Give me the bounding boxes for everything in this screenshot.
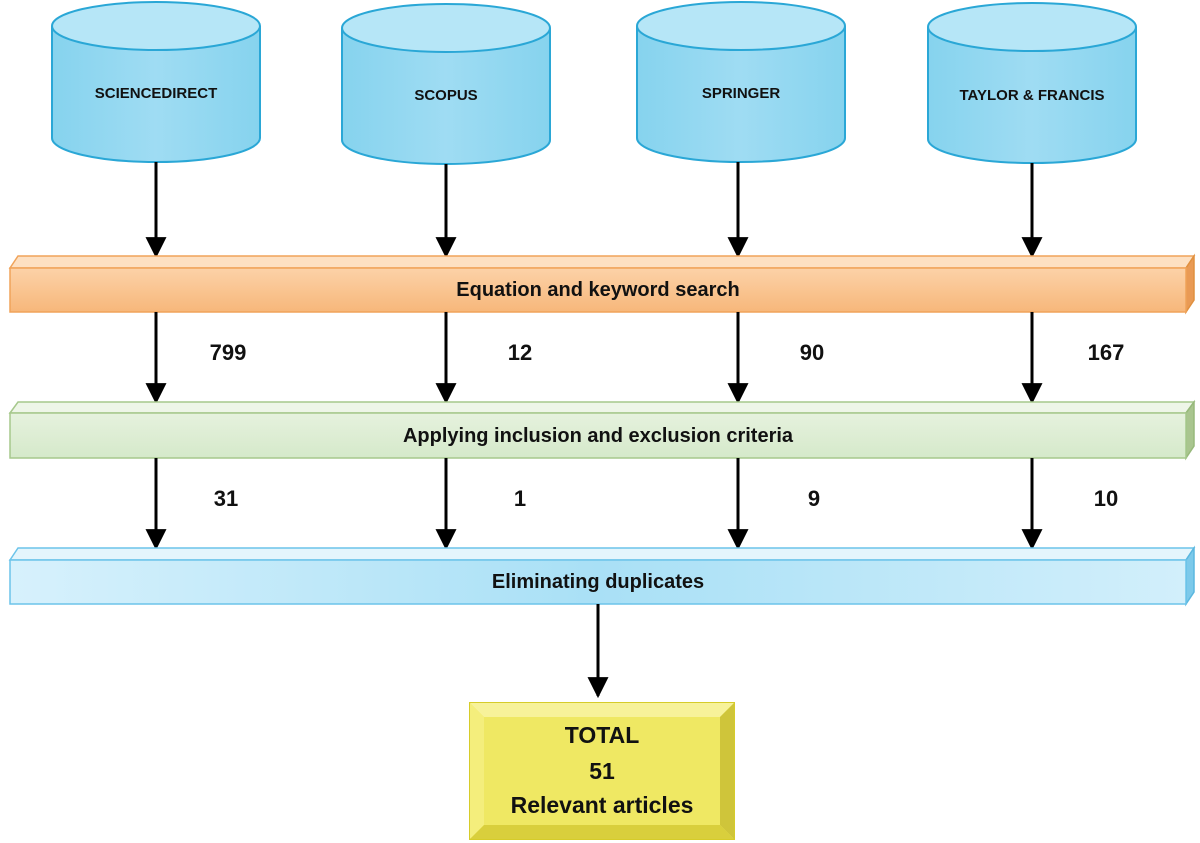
total-title: TOTAL <box>564 722 640 748</box>
database-label-sciencedirect: SCIENCEDIRECT <box>94 85 218 102</box>
criteria-step-label: Applying inclusion and exclusion criteri… <box>402 425 794 447</box>
count-after-criteria-sciencedirect: 31 <box>213 486 239 511</box>
total-box <box>469 702 735 840</box>
duplicates-bar <box>8 545 1196 607</box>
arrows-to-duplicates <box>145 458 1043 551</box>
search-step-label: Equation and keyword search <box>456 279 740 301</box>
criteria-bar <box>8 399 1196 461</box>
count-after-criteria-taylor-francis: 10 <box>1093 486 1119 511</box>
count-after-search-sciencedirect: 799 <box>209 340 247 365</box>
search-bar <box>8 253 1196 315</box>
arrows-to-criteria <box>145 312 1043 405</box>
total-caption: Relevant articles <box>510 792 694 818</box>
duplicates-step-label: Eliminating duplicates <box>491 571 705 593</box>
total-value: 51 <box>589 758 615 784</box>
database-taylor <box>927 2 1137 164</box>
count-after-criteria-springer: 9 <box>807 486 821 511</box>
database-label-taylor-francis: TAYLOR & FRANCIS <box>959 87 1105 104</box>
database-springer <box>636 1 846 163</box>
count-after-criteria-scopus: 1 <box>513 486 527 511</box>
count-after-search-taylor-francis: 167 <box>1087 340 1125 365</box>
count-after-search-springer: 90 <box>799 340 825 365</box>
database-scidirect <box>51 1 261 163</box>
arrows-to-search <box>145 162 1043 259</box>
count-after-search-scopus: 12 <box>507 340 533 365</box>
database-label-scopus: SCOPUS <box>414 87 478 104</box>
database-label-springer: SPRINGER <box>701 85 781 102</box>
database-scopus <box>341 3 551 165</box>
